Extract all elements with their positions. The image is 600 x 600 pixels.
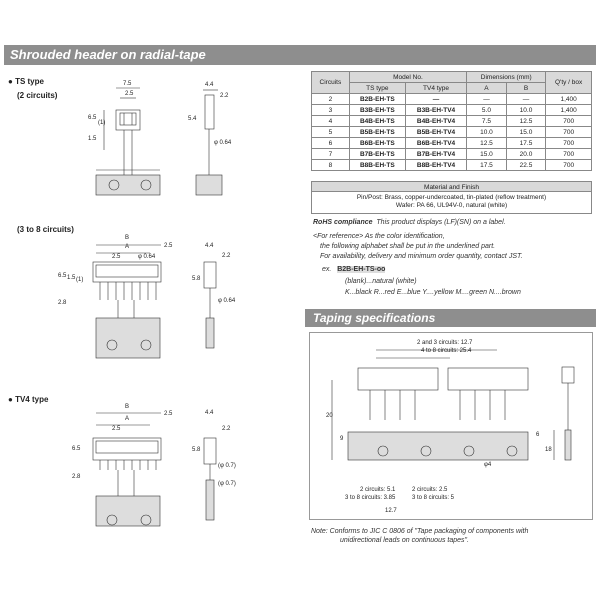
material-line-2: Wafer: PA 66, UL94V-0, natural (white) — [395, 202, 508, 209]
ref-colors: K...black R...red E...blue Y....yellow M… — [345, 289, 521, 296]
ref-example: ex. B2B-EH-TS-oo — [322, 266, 386, 273]
section-banner: Shrouded header on radial-tape — [4, 45, 596, 65]
dim-2-8: 2.8 — [58, 300, 67, 306]
tape-dim-20: 20 — [326, 413, 333, 419]
dim-phi07: (φ 0.7) — [218, 463, 236, 469]
material-body: Pin/Post: Brass, copper-undercoated, tin… — [311, 192, 592, 214]
dim-B: B — [125, 235, 130, 241]
ts-type-label: ● TS type — [8, 77, 44, 86]
tape-c3: 2 circuits: 2.5 — [412, 487, 448, 493]
note: Note: Conforms to JIC C 0806 of "Tape pa… — [311, 527, 528, 545]
tv4-type-label: ● TV4 type — [8, 395, 49, 404]
model-table: Circuits Model No. Dimensions (mm) Q'ty … — [311, 71, 592, 171]
material-header: Material and Finish — [311, 181, 592, 192]
dim-7-5: 7.5 — [123, 81, 132, 87]
three-to-eight-label: (3 to 8 circuits) — [17, 225, 74, 234]
dim-A: A — [125, 244, 130, 250]
tape-dim-18: 18 — [545, 447, 552, 453]
dim-2-2b: 2.2 — [222, 253, 231, 259]
dim-5-4: 5.4 — [188, 116, 197, 122]
dim-1p: (1) — [98, 120, 106, 126]
dim-4-4: 4.4 — [205, 82, 214, 88]
dim-phi07b: (φ 0.7) — [218, 481, 236, 487]
dim-6-5: 6.5 — [88, 115, 97, 121]
dim-2-5c: 2.5 — [112, 254, 121, 260]
ref-blank: (blank)...natural (white) — [345, 278, 417, 285]
dim-phi064b: φ 0.64 — [138, 254, 156, 260]
dim-2-5b: 2.5 — [164, 243, 173, 249]
dim-5-8b: 5.8 — [192, 447, 201, 453]
dim-2-2: 2.2 — [220, 93, 229, 99]
tape-pitch-1: 2 and 3 circuits: 12.7 — [417, 340, 473, 346]
tape-pitch-2: 4 to 8 circuits: 25.4 — [421, 348, 472, 354]
dim-2-5d: 2.5 — [164, 411, 173, 417]
rohs-label: RoHS compliance — [313, 219, 373, 226]
tape-dim-9: 9 — [340, 436, 344, 442]
dim-6-5b: 6.5 — [58, 273, 67, 279]
dim-4-4c: 4.4 — [205, 410, 214, 416]
ex-label: ex. — [322, 266, 332, 273]
dim-5-8: 5.8 — [192, 276, 201, 282]
dim-1-5: 1.5 — [88, 136, 97, 142]
dim-4-4b: 4.4 — [205, 243, 214, 249]
rohs-line: RoHS compliance This product displays (L… — [313, 219, 506, 226]
taping-banner: Taping specifications — [305, 309, 596, 327]
dim-2-5e: 2.5 — [112, 426, 121, 432]
th-qty: Q'ty / box — [545, 71, 592, 94]
two-circuits-label: (2 circuits) — [17, 91, 58, 100]
dim-phi064: φ 0.64 — [214, 140, 232, 146]
material-line-1: Pin/Post: Brass, copper-undercoated, tin… — [356, 194, 547, 201]
tape-c4: 3 to 8 circuits: 5 — [412, 495, 455, 501]
ref-line-3: For availability, delivery and minimum o… — [320, 253, 523, 260]
dim-1pb: (1) — [76, 277, 84, 283]
dim-phi064c: φ 0.64 — [218, 298, 236, 304]
tape-c2: 3 to 8 circuits: 3.85 — [345, 495, 396, 501]
ref-line-1: <For reference> As the color identificat… — [313, 233, 445, 240]
tape-dim-phi4: φ4 — [484, 462, 492, 468]
dim-2-2c: 2.2 — [222, 426, 231, 432]
th-circuits: Circuits — [311, 71, 350, 94]
note-line-2: unidirectional leads on continuous tapes… — [340, 537, 469, 544]
dim-A2: A — [125, 416, 130, 422]
dim-6-5c: 6.5 — [72, 446, 81, 452]
rohs-text: This product displays (LF)(SN) on a labe… — [376, 219, 506, 226]
dim-1-5b: 1.5 — [67, 275, 76, 281]
tape-dim-12-7: 12.7 — [385, 508, 397, 514]
note-line-1: Note: Conforms to JIC C 0806 of "Tape pa… — [311, 528, 529, 535]
dim-B2: B — [125, 404, 130, 410]
tape-c1: 2 circuits: 5.1 — [360, 487, 396, 493]
example-code: B2B-EH-TS-oo — [337, 266, 386, 273]
ref-line-2: the following alphabet shall be put in t… — [320, 243, 496, 250]
dim-2-5: 2.5 — [125, 91, 134, 97]
taping-diagram — [309, 332, 593, 520]
tape-dim-6: 6 — [536, 432, 540, 438]
dim-2-8b: 2.8 — [72, 474, 81, 480]
